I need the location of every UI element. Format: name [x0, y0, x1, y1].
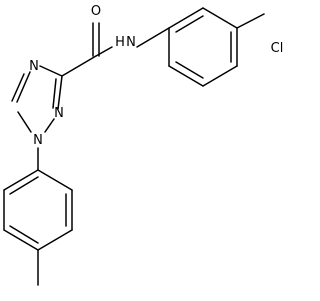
carbonyl-oxygen-label: O — [91, 4, 101, 19]
tolyl-ring — [3, 169, 73, 251]
triazole-n4-label: N — [29, 59, 39, 74]
triazole-n2-label: N — [54, 106, 64, 121]
carbonyl-bond — [92, 22, 100, 57]
amide-nitrogen-label: N — [126, 35, 136, 50]
amide-nc-bond — [136, 27, 170, 48]
chlorine-label: Cl — [271, 41, 284, 56]
chlorophenyl-ring — [168, 7, 238, 87]
carbonyl-ring-bond — [61, 55, 97, 77]
triazole-ring — [11, 65, 63, 133]
amide-cn-bond — [95, 46, 113, 57]
amide-hydrogen-label: H — [115, 35, 125, 50]
c-cl-bond — [236, 13, 265, 29]
molecule-structure-diagram: O H N Cl N N N — [3, 4, 284, 286]
triazole-n1-label: N — [33, 133, 43, 148]
